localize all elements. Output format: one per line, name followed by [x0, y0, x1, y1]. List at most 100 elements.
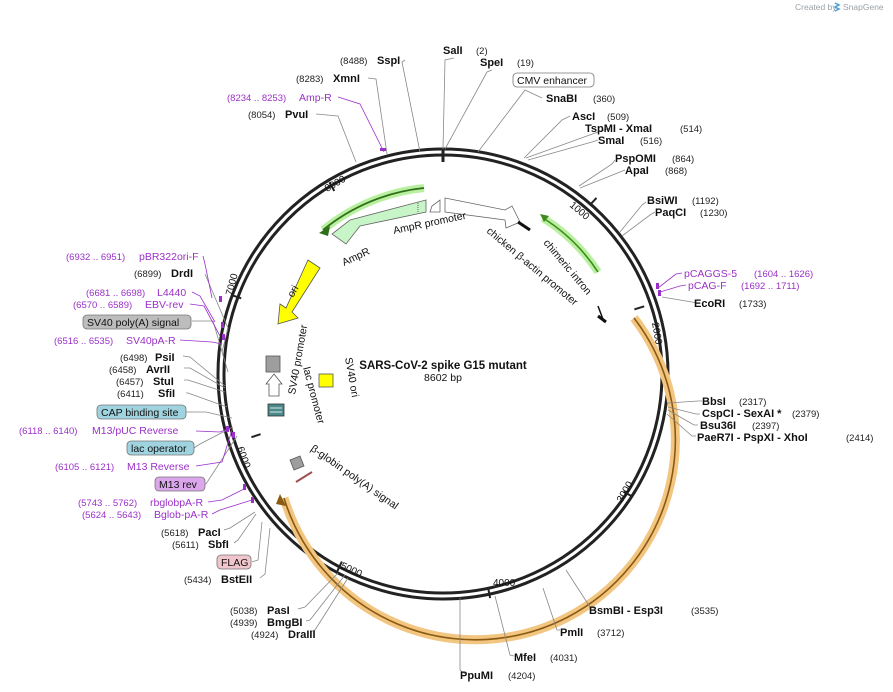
- enzyme-apaI[interactable]: ApaI: [625, 165, 649, 177]
- lac-features: [267, 403, 313, 483]
- enzyme-apaI-pos: (868): [665, 166, 687, 177]
- ring-tick-marks: [230, 181, 645, 599]
- primer-amp-r-range: (8234 .. 8253): [227, 93, 286, 104]
- primer-pbr322ori-f[interactable]: pBR322ori-F: [139, 251, 199, 263]
- enzyme-avrII[interactable]: AvrII: [146, 364, 170, 376]
- enzyme-pasI[interactable]: PasI: [267, 605, 290, 617]
- label-bglobin-polya: β-globin poly(A) signal: [308, 443, 400, 513]
- enzyme-pacI[interactable]: PacI: [198, 527, 221, 539]
- enzyme-pacI-pos: (5618): [161, 528, 188, 539]
- enzyme-draIII-pos: (4924): [251, 630, 278, 641]
- enzyme-psiI[interactable]: PsiI: [155, 352, 175, 364]
- enzyme-pvuI[interactable]: PvuI: [285, 109, 308, 121]
- enzyme-bsiwI-pos: (1192): [692, 196, 719, 207]
- primer-rbglobpa-r[interactable]: rbglobpA-R: [150, 497, 204, 509]
- enzyme-bsmbi-esp3i-pos: (3535): [691, 606, 718, 617]
- label-ori: ori: [285, 283, 301, 299]
- primer-l4440-range: (6681 .. 6698): [86, 288, 145, 299]
- enzyme-bbsI-pos: (2317): [739, 397, 766, 408]
- enzyme-paer7i-pspxi-xhoi-pos: (2414): [846, 433, 873, 444]
- primer-bglob-pa-r[interactable]: Bglob-pA-R: [154, 509, 209, 521]
- enzyme-tspmi-xmai[interactable]: TspMI - XmaI: [585, 123, 652, 135]
- primer-pbr322ori-f-range: (6932 .. 6951): [66, 252, 125, 263]
- ampr-promoter-arrow: [429, 199, 441, 213]
- enzyme-pspomi-pos: (864): [672, 154, 694, 165]
- enzyme-ppumI[interactable]: PpuMI: [460, 670, 493, 682]
- enzyme-tspmi-xmai-pos: (514): [680, 124, 702, 135]
- enzyme-xmnI[interactable]: XmnI: [333, 73, 360, 85]
- primer-leader-lines: [179, 96, 687, 515]
- primer-pcaggs-5[interactable]: pCAGGS-5: [684, 268, 737, 280]
- svg-text:CAP binding site: CAP binding site: [101, 407, 179, 419]
- svg-text:SV40 poly(A) signal: SV40 poly(A) signal: [87, 317, 179, 329]
- primer-pcag-f[interactable]: pCAG-F: [688, 280, 727, 292]
- enzyme-bmgbI-pos: (4939): [230, 618, 257, 629]
- boxed-feature-lac-operator[interactable]: lac operator: [126, 440, 195, 456]
- enzyme-speI-pos: (19): [517, 58, 534, 69]
- svg-text:M13 rev: M13 rev: [159, 479, 198, 491]
- primer-amp-r[interactable]: Amp-R: [299, 92, 332, 104]
- enzyme-stuI[interactable]: StuI: [153, 376, 174, 388]
- enzyme-xmnI-pos: (8283): [296, 74, 323, 85]
- enzyme-salI[interactable]: SalI: [443, 45, 463, 57]
- ori-arrow: [277, 259, 321, 325]
- enzyme-pspomi[interactable]: PspOMI: [615, 153, 656, 165]
- enzyme-snabI-pos: (360): [593, 94, 615, 105]
- primer-m13-reverse[interactable]: M13 Reverse: [127, 461, 190, 473]
- enzyme-draIII[interactable]: DraIII: [288, 629, 316, 641]
- spike-gene-feature: [276, 315, 680, 645]
- enzyme-pmlI[interactable]: PmlI: [560, 627, 583, 639]
- svg-text:lac operator: lac operator: [131, 443, 187, 455]
- enzyme-paqcI[interactable]: PaqCI: [655, 207, 686, 219]
- enzyme-bmgbI[interactable]: BmgBI: [267, 617, 302, 629]
- tick-label-4000: 4000: [493, 578, 516, 589]
- enzyme-sfiI[interactable]: SfiI: [158, 388, 175, 400]
- enzyme-bsmbi-esp3i[interactable]: BsmBI - Esp3I: [589, 605, 663, 617]
- boxed-feature-cap-binding-site[interactable]: CAP binding site: [96, 404, 187, 420]
- primer-ebv-rev[interactable]: EBV-rev: [145, 299, 184, 311]
- enzyme-snabI[interactable]: SnaBI: [546, 93, 577, 105]
- enzyme-bsteII-pos: (5434): [184, 575, 211, 586]
- primer-l4440[interactable]: L4440: [157, 287, 186, 299]
- primer-bglob-pa-r-range: (5624 .. 5643): [82, 510, 141, 521]
- credit-text: Created by: [795, 2, 837, 12]
- enzyme-speI[interactable]: SpeI: [480, 57, 503, 69]
- label-sv40-ori: SV40 ori: [342, 356, 361, 398]
- enzyme-ascI-pos: (509): [607, 112, 629, 123]
- enzyme-sfiI-pos: (6411): [117, 389, 144, 400]
- boxed-feature-sv40-polya[interactable]: SV40 poly(A) signal: [82, 314, 192, 330]
- enzyme-ecorI[interactable]: EcoRI: [694, 298, 725, 310]
- boxed-feature-m13-rev[interactable]: M13 rev: [154, 476, 206, 492]
- ampr-arrow: [331, 199, 427, 245]
- enzyme-sspI[interactable]: SspI: [377, 55, 400, 67]
- enzyme-stuI-pos: (6457): [116, 377, 143, 388]
- svg-text:CMV enhancer: CMV enhancer: [517, 75, 588, 87]
- enzyme-drdI[interactable]: DrdI: [171, 268, 193, 280]
- enzyme-sbfI[interactable]: SbfI: [208, 539, 229, 551]
- enzyme-sbfI-pos: (5611): [172, 540, 199, 551]
- enzyme-bsteII[interactable]: BstEII: [221, 574, 252, 586]
- primer-m13-puc-reverse[interactable]: M13/pUC Reverse: [92, 425, 179, 437]
- boxed-feature-cmv-enhancer[interactable]: CMV enhancer: [512, 72, 595, 88]
- enzyme-bsu36I[interactable]: Bsu36I: [700, 420, 736, 432]
- sv40-ori-box: [318, 373, 334, 388]
- primer-rbglobpa-r-range: (5743 .. 5762): [78, 498, 137, 509]
- snapgene-logo: SnapGene: [833, 2, 884, 12]
- enzyme-paer7i-pspxi-xhoi[interactable]: PaeR7I - PspXI - XhoI: [697, 432, 808, 444]
- primer-pcag-f-range: (1692 .. 1711): [741, 281, 799, 292]
- enzyme-cspci-sexai-pos: (2379): [792, 409, 819, 420]
- primer-ebv-rev-range: (6570 .. 6589): [73, 300, 132, 311]
- primer-sv40pa-r[interactable]: SV40pA-R: [126, 335, 176, 347]
- enzyme-bsiwI[interactable]: BsiWI: [647, 195, 678, 207]
- primer-sv40pa-r-range: (6516 .. 6535): [54, 336, 113, 347]
- enzyme-cspci-sexai[interactable]: CspCI - SexAI *: [702, 408, 782, 420]
- enzyme-smaI[interactable]: SmaI: [598, 135, 624, 147]
- enzyme-bbsI[interactable]: BbsI: [702, 396, 726, 408]
- boxed-feature-flag[interactable]: FLAG: [216, 554, 252, 570]
- plasmid-length: 8602 bp: [424, 372, 462, 384]
- tick-label-5000: 5000: [339, 561, 364, 581]
- enzyme-paqcI-pos: (1230): [700, 208, 727, 219]
- enzyme-mfeI[interactable]: MfeI: [514, 652, 536, 664]
- enzyme-avrII-pos: (6458): [109, 365, 136, 376]
- enzyme-ascI[interactable]: AscI: [572, 111, 595, 123]
